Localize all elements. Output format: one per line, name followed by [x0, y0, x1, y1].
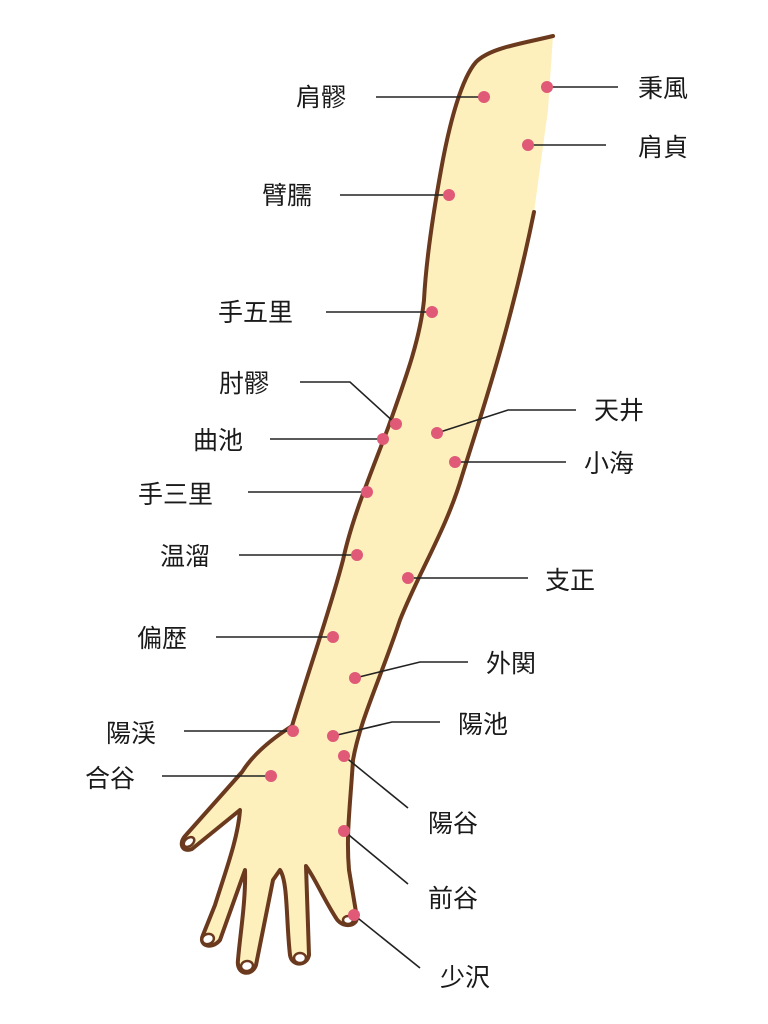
label-hiju: 臂臑 — [262, 181, 312, 210]
leader-youkoku — [343, 755, 409, 809]
point-shoutaku — [348, 909, 360, 921]
leader-churyo — [300, 381, 397, 425]
point-tesanri — [361, 486, 373, 498]
point-kentei — [522, 139, 534, 151]
label-youchi: 陽池 — [458, 710, 508, 739]
label-kyokuchi: 曲池 — [193, 426, 243, 455]
label-tensei: 天井 — [594, 396, 644, 425]
point-kyokuchi — [377, 433, 389, 445]
point-hiju — [443, 189, 455, 201]
label-gaikan: 外関 — [486, 649, 536, 678]
label-tesanri: 手三里 — [138, 480, 213, 509]
leader-tensei — [436, 409, 576, 434]
label-kenryo: 肩髎 — [296, 83, 346, 112]
point-shokai — [449, 456, 461, 468]
label-zenkoku: 前谷 — [428, 884, 478, 913]
label-youkoku: 陽谷 — [428, 809, 478, 838]
label-heifu: 秉風 — [638, 74, 688, 103]
leader-gaikan — [354, 661, 468, 679]
label-henreki: 偏歴 — [137, 624, 187, 653]
thumb-nail — [182, 835, 196, 849]
label-shoutaku: 少沢 — [440, 963, 490, 992]
point-tensei — [431, 427, 443, 439]
point-onru — [351, 549, 363, 561]
label-churyo: 肘髎 — [219, 369, 269, 398]
label-tegori: 手五里 — [218, 298, 293, 327]
fingernails — [182, 835, 355, 973]
point-tegori — [426, 306, 438, 318]
point-shisei — [402, 572, 414, 584]
point-churyo — [390, 418, 402, 430]
label-shokai: 小海 — [584, 449, 634, 478]
point-zenkoku — [338, 825, 350, 837]
label-shisei: 支正 — [545, 566, 595, 595]
arm-outline — [179, 34, 555, 975]
label-youkei: 陽渓 — [106, 719, 156, 748]
label-kentei: 肩貞 — [638, 133, 688, 162]
point-kenryo — [478, 91, 490, 103]
point-youkoku — [338, 750, 350, 762]
point-youkei — [287, 725, 299, 737]
point-heifu — [541, 81, 553, 93]
index-nail — [200, 932, 216, 946]
ring-nail — [292, 951, 308, 965]
leader-zenkoku — [343, 830, 409, 885]
leader-shoutaku — [353, 914, 421, 969]
point-goukoku — [265, 770, 277, 782]
leader-youchi — [332, 721, 440, 737]
label-goukoku: 合谷 — [85, 764, 135, 793]
point-gaikan — [349, 672, 361, 684]
label-onru: 温溜 — [160, 542, 210, 571]
point-youchi — [327, 730, 339, 742]
middle-nail — [239, 959, 255, 973]
point-henreki — [327, 631, 339, 643]
